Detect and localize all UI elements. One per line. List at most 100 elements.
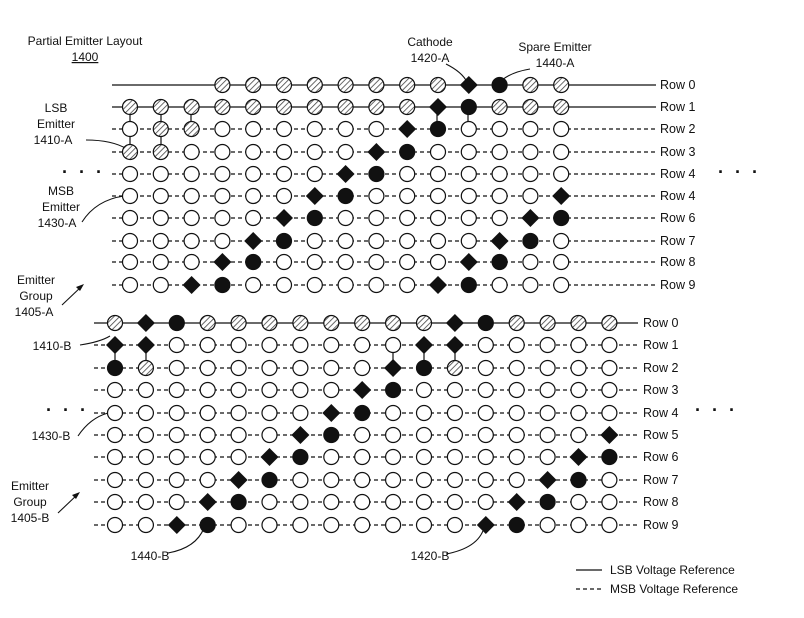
group-b-msb-emitter-node (540, 518, 555, 533)
group-b-msb-emitter-node (355, 428, 370, 443)
group-b-msb-emitter-node (108, 518, 123, 533)
group-b-msb-emitter-node (571, 495, 586, 510)
group-a-msb-emitter-node (338, 122, 353, 137)
group-b-msb-emitter-node (386, 473, 401, 488)
group-b-lsb-emitter-node (417, 316, 432, 331)
group-a-ref: 1405-A (15, 305, 54, 319)
group-b-msb-emitter-node (200, 361, 215, 376)
group-b-msb-emitter-node (231, 338, 246, 353)
group-b-msb-emitter-node (231, 361, 246, 376)
group-a-msb-emitter-node (215, 211, 230, 226)
group-b-msb-emitter-node (169, 361, 184, 376)
cathode-b-ref: 1420-B (411, 549, 450, 563)
group-b-msb-emitter-node (602, 406, 617, 421)
group-b-cathode-node (168, 516, 186, 534)
group-a-msb-emitter-node (492, 278, 507, 293)
group-a-lsb-emitter-node (400, 100, 415, 115)
figure-number: 1400 (72, 50, 99, 64)
group-a-spare-emitter-node (400, 145, 415, 160)
cathode-a-leader (446, 64, 467, 82)
lsb-a-leader (86, 140, 127, 149)
group-b-cathode-node (106, 336, 124, 354)
group-b-msb-emitter-node (571, 383, 586, 398)
group-a-msb-emitter-node (554, 255, 569, 270)
group-a-msb-emitter-node (461, 211, 476, 226)
group-b-spare-emitter-node (108, 361, 123, 376)
group-a-msb-emitter-node (153, 189, 168, 204)
group-b-msb-emitter-node (447, 406, 462, 421)
group-b-lsb-emitter-node (324, 316, 339, 331)
group-b-msb-emitter-node (478, 473, 493, 488)
group-b-msb-emitter-node (293, 383, 308, 398)
group-a-msb-emitter-node (153, 278, 168, 293)
msb-a-ref: 1430-A (38, 216, 77, 230)
group-b-msb-emitter-node (138, 518, 153, 533)
group-a-lsb-emitter-node (277, 78, 292, 93)
group-a-msb-emitter-node (431, 189, 446, 204)
group-b-msb-emitter-node (355, 361, 370, 376)
group-a-msb-emitter-node (369, 255, 384, 270)
group-b-msb-emitter-node (355, 450, 370, 465)
group-b-msb-emitter-node (138, 473, 153, 488)
group-b-lsb-emitter-node (509, 316, 524, 331)
msb-a-leader (82, 196, 124, 222)
group-a-msb-emitter-node (307, 167, 322, 182)
group-a-msb-emitter-node (123, 189, 138, 204)
group-b-msb-emitter-node (262, 338, 277, 353)
group-a-spare-emitter-node (307, 211, 322, 226)
group-b-lsb-emitter-node (386, 316, 401, 331)
group-a-msb-emitter-node (461, 122, 476, 137)
group-a-msb-emitter-node (400, 211, 415, 226)
group-a-msb-emitter-node (184, 234, 199, 249)
group-b-lsb-emitter-node (571, 316, 586, 331)
group-b-msb-emitter-node (478, 450, 493, 465)
group-b-msb-emitter-node (324, 518, 339, 533)
group-b-lsb-emitter-node (262, 316, 277, 331)
group-b-msb-emitter-node (447, 428, 462, 443)
spare-a-ref: 1440-A (536, 56, 575, 70)
group-b-spare-emitter-node (417, 361, 432, 376)
group-a-spare-emitter-node (492, 78, 507, 93)
spare-b-ref: 1440-B (131, 549, 170, 563)
group-b-msb-emitter-node (417, 406, 432, 421)
group-b-msb-emitter-node (540, 406, 555, 421)
group-b-msb-emitter-node (138, 495, 153, 510)
group-a-msb-emitter-node (277, 145, 292, 160)
group-b-msb-emitter-node (138, 406, 153, 421)
group-b-cathode-node (384, 359, 402, 377)
group-a-msb-emitter-node (400, 234, 415, 249)
group-b-msb-emitter-node (509, 383, 524, 398)
group-a-msb-emitter-node (554, 122, 569, 137)
group-b-spare-emitter-node (200, 518, 215, 533)
emitter-group-a: Row 0Row 1Row 2Row 3Row 4Row 4Row 6Row 7… (112, 76, 695, 294)
group-a-cathode-node (244, 232, 262, 250)
group-b-cathode-node (539, 471, 557, 489)
group-a-msb-emitter-node (400, 255, 415, 270)
group-b-cathode-node (137, 314, 155, 332)
group-a-msb-emitter-node (123, 167, 138, 182)
group-a-lsb-emitter-node (184, 122, 199, 137)
group-b-msb-emitter-node (293, 495, 308, 510)
group-b-lsb-emitter-node (293, 316, 308, 331)
group-a-msb-emitter-node (153, 167, 168, 182)
group-b-msb-emitter-node (138, 428, 153, 443)
group-b-msb-emitter-node (540, 338, 555, 353)
group-b-spare-emitter-node (231, 495, 246, 510)
group-b-msb-emitter-node (417, 450, 432, 465)
group-a-cathode-node (460, 76, 478, 94)
msb-b-ref: 1430-B (32, 429, 71, 443)
group-b-cathode-node (291, 426, 309, 444)
group-b-spare-emitter-node (386, 383, 401, 398)
group-b-msb-emitter-node (293, 406, 308, 421)
group-b-lsb-emitter-node (108, 316, 123, 331)
group-a-lsb-emitter-node (184, 100, 199, 115)
group-b-spare-emitter-node (509, 518, 524, 533)
group-b-msb-emitter-node (386, 518, 401, 533)
group-b-cathode-node (353, 381, 371, 399)
group-a-msb-emitter-node (123, 255, 138, 270)
group-a-msb-emitter-node (523, 145, 538, 160)
group-a-msb-emitter-node (369, 189, 384, 204)
group-a-lsb-emitter-node (492, 100, 507, 115)
group-b-msb-emitter-node (108, 450, 123, 465)
